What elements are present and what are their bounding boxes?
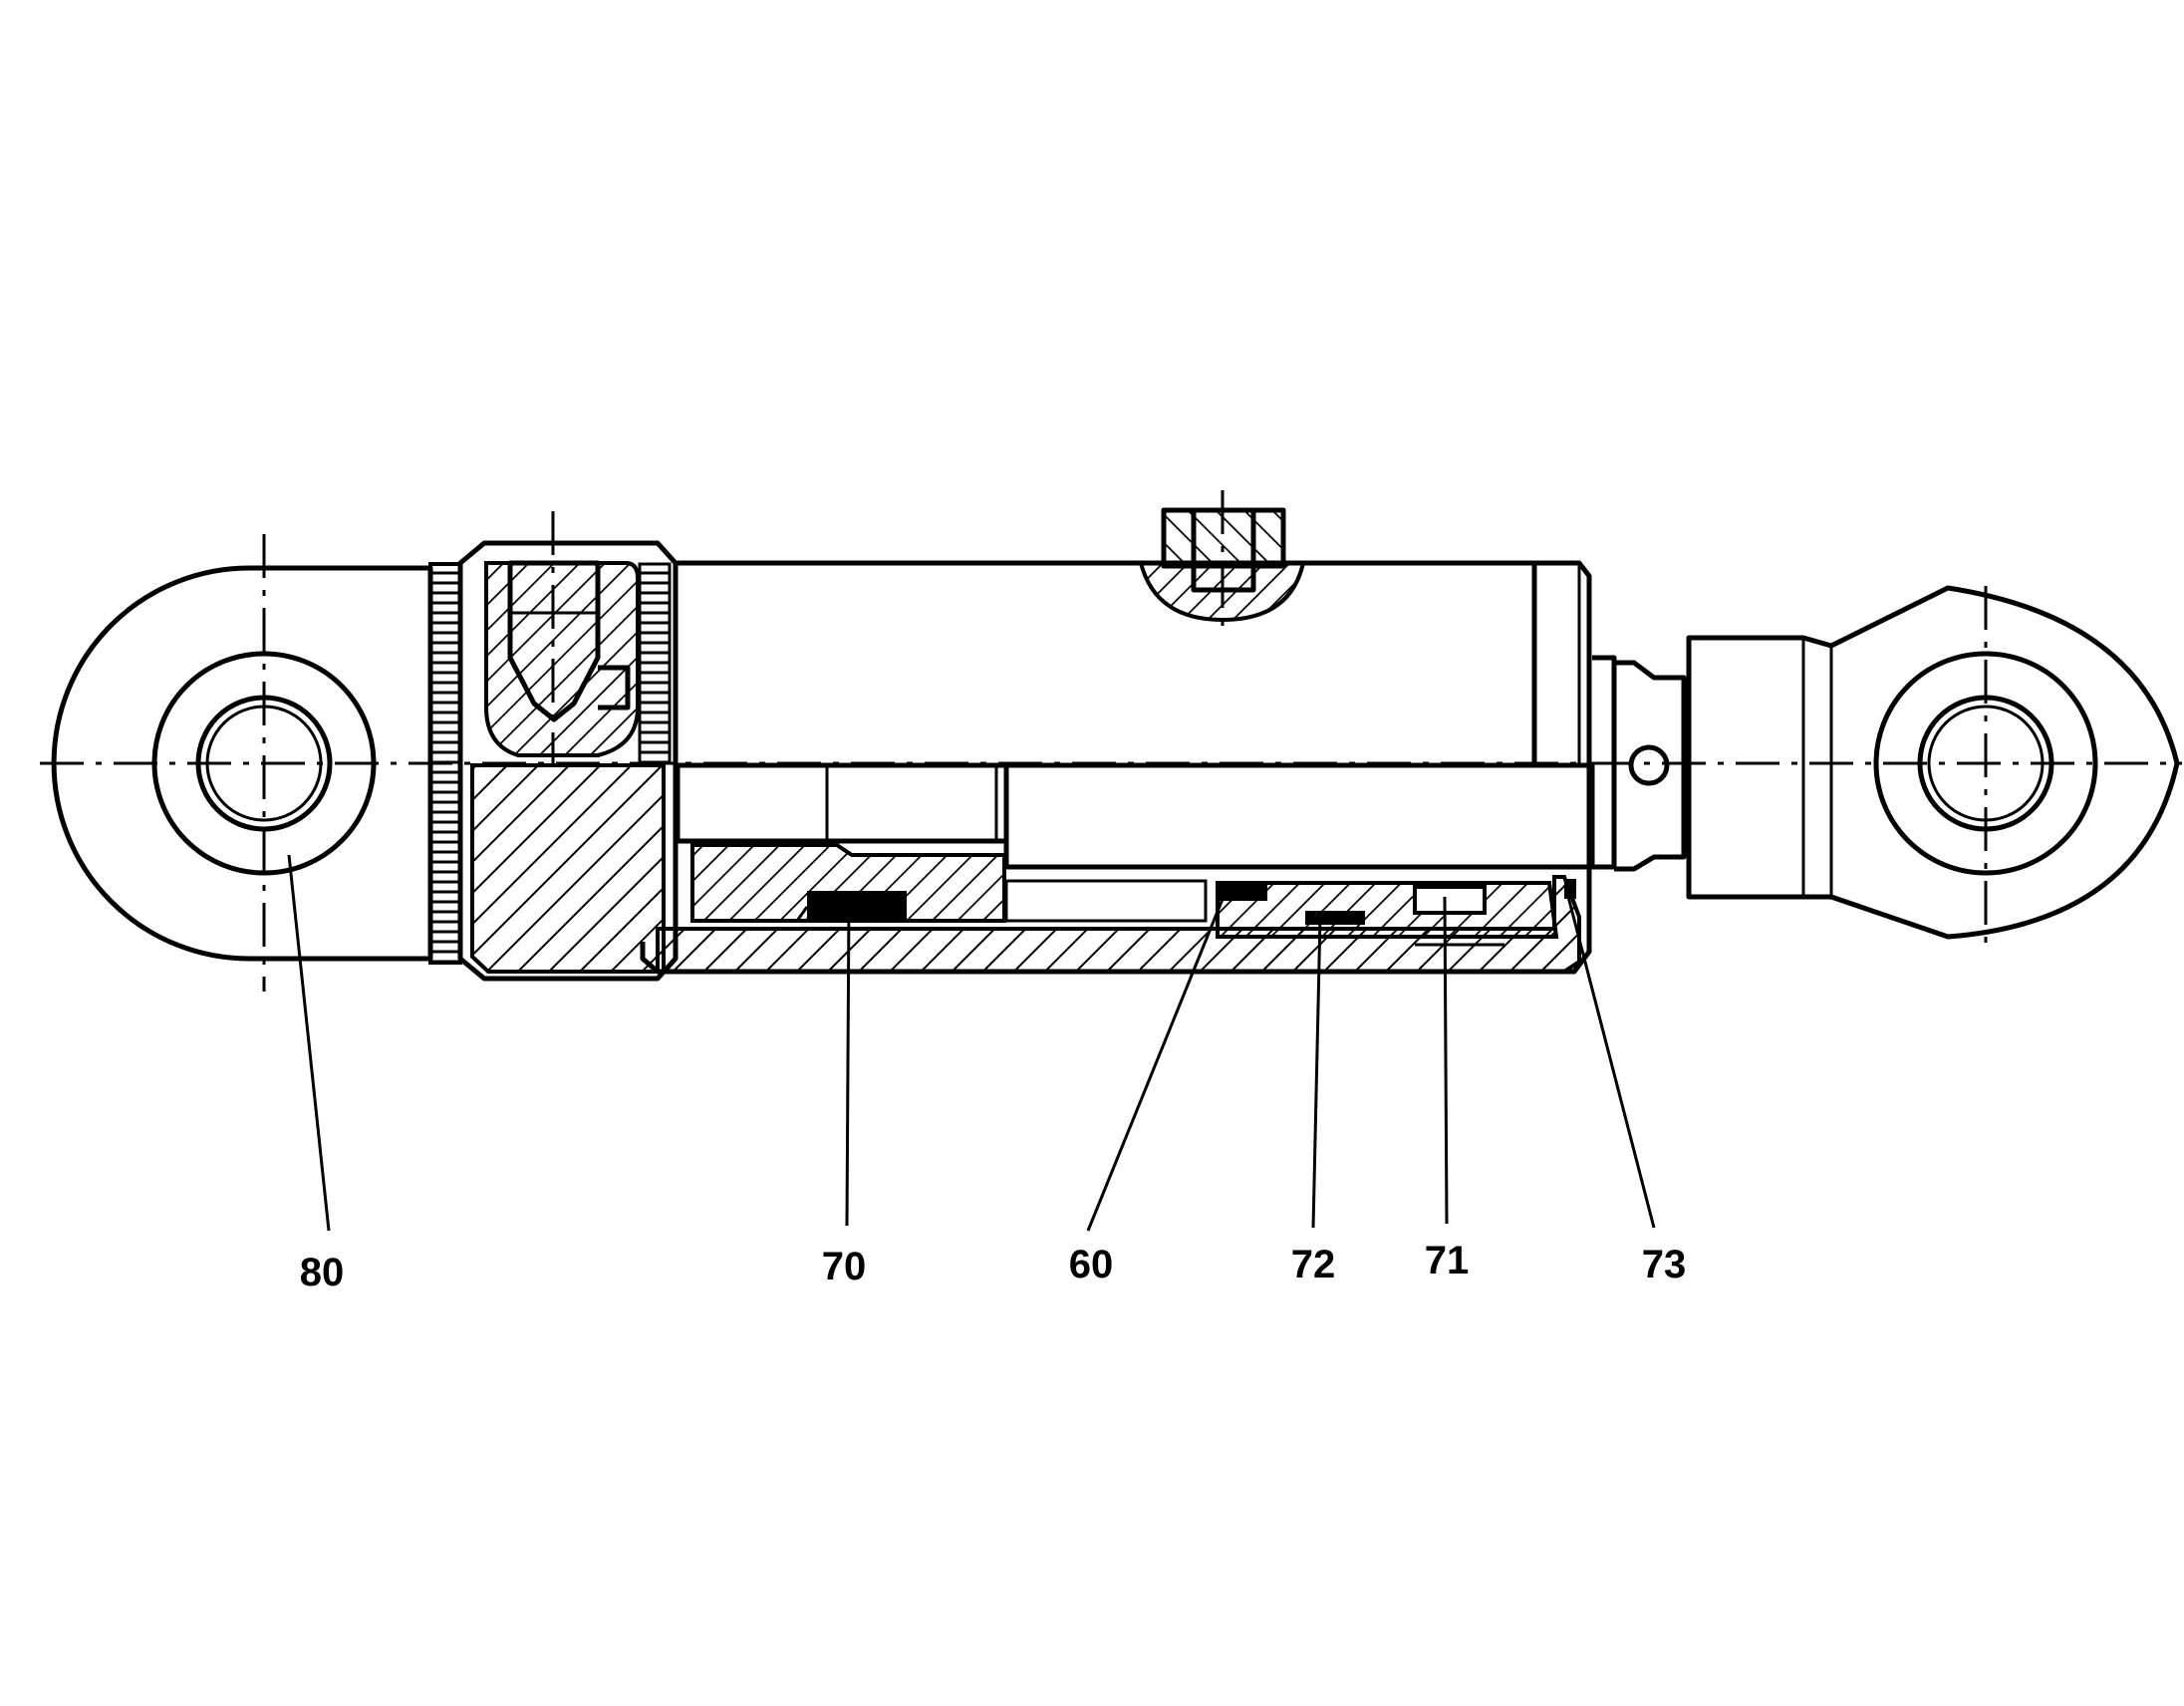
o-ring-73 [1564,879,1576,899]
leader-71 [1443,896,1449,1225]
piston-seal-70 [807,891,907,921]
cylinder-barrel [640,507,1592,975]
wiper-seal-71 [1413,885,1487,915]
wear-ring-72 [1305,911,1365,925]
leader-73 [1564,888,1656,1229]
rod-end-collar [1592,655,1687,872]
callout-72: 72 [1291,1243,1336,1286]
knurled-ring [428,562,462,965]
callout-71: 71 [1425,1239,1470,1282]
callout-73: 73 [1642,1243,1687,1286]
head-section-hatch [470,763,666,974]
callout-70: 70 [822,1245,867,1288]
callout-80: 80 [300,1251,345,1294]
left-rod-eye [51,565,433,962]
leader-80 [287,854,331,1232]
leader-60 [1086,886,1229,1232]
internal-section [675,762,1595,947]
cylinder-head [457,540,679,982]
gland-section [1216,881,1559,939]
callout-60: 60 [1069,1243,1114,1286]
callout-labels: 80 70 60 72 71 73 [300,1239,1687,1294]
leader-lines [287,854,1656,1232]
top-port-fitting [1162,508,1285,568]
leader-72 [1311,916,1322,1229]
leader-70 [845,901,851,1227]
right-rod-eye [1686,585,2180,940]
rod-seal-60 [1218,883,1267,901]
